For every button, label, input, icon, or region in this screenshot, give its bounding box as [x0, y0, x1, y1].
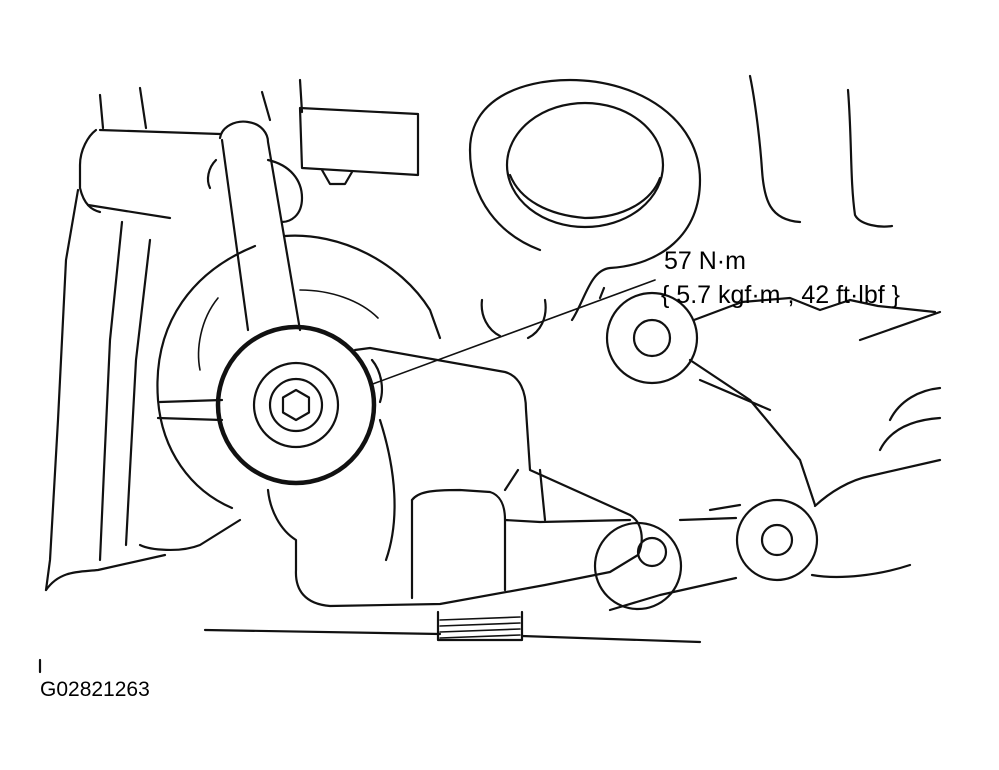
casting-rib	[480, 286, 606, 340]
mounting-surface-line	[203, 628, 702, 644]
engine-block-right-casting	[593, 74, 942, 612]
engine-block-left-casting	[38, 86, 242, 674]
torque-spec-nm: 57 N·m	[664, 247, 746, 275]
adjuster-bolt-threads	[436, 610, 524, 642]
torque-leader-line	[369, 279, 656, 386]
hex-socket-bolt-icon	[215, 324, 377, 486]
upper-pipe-assembly	[260, 78, 420, 186]
torque-spec-alternate-units: { 5.7 kgf·m , 42 ft·lbf }	[661, 281, 901, 309]
tensioner-arm	[206, 120, 304, 332]
figure-id: G02821263	[40, 678, 150, 701]
coolant-port	[468, 78, 702, 322]
idler-pulley	[156, 234, 442, 510]
